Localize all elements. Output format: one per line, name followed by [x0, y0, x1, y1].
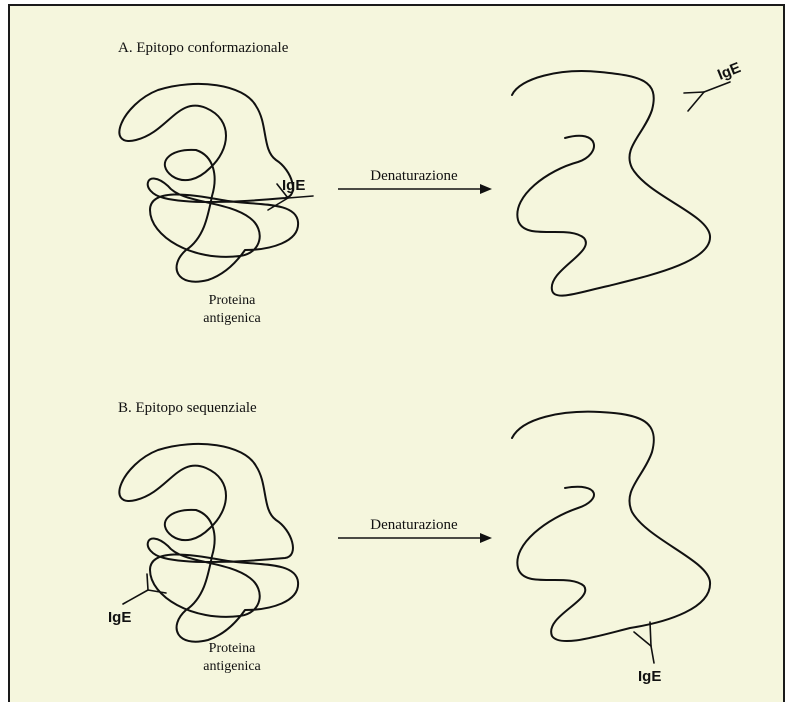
section-b-folded-protein — [119, 444, 298, 642]
section-b-denatured-protein — [512, 412, 710, 641]
section-a-denatured-protein — [512, 71, 710, 296]
section-a-protein-label-line2: antigenica — [203, 311, 261, 326]
section-b-title: B. Epitopo sequenziale — [118, 400, 257, 416]
section-b-folded-ige-label: IgE — [108, 609, 131, 626]
section-b-folded-ige-antibody — [123, 574, 166, 604]
section-a: A. Epitopo conformazionale IgE Proteina … — [118, 40, 743, 326]
section-a-arrow-label: Denaturazione — [370, 168, 458, 184]
section-b-protein-label-line1: Proteina — [209, 641, 256, 656]
section-a-folded-protein — [119, 84, 298, 282]
section-a-arrowhead — [480, 184, 492, 194]
section-a-protein-label-line1: Proteina — [209, 293, 256, 308]
section-b-protein-label-line2: antigenica — [203, 659, 261, 674]
section-a-free-ige-antibody — [684, 82, 730, 111]
section-b-arrow-label: Denaturazione — [370, 517, 458, 533]
section-b-denatured-ige-label: IgE — [638, 668, 661, 685]
section-a-free-ige-label: IgE — [715, 59, 743, 84]
section-b-arrowhead — [480, 533, 492, 543]
section-b-denatured-ige-antibody — [634, 622, 654, 663]
section-a-folded-ige-label: IgE — [282, 177, 305, 194]
section-a-title: A. Epitopo conformazionale — [118, 40, 289, 56]
section-b: B. Epitopo sequenziale IgE Proteina anti… — [108, 400, 710, 685]
